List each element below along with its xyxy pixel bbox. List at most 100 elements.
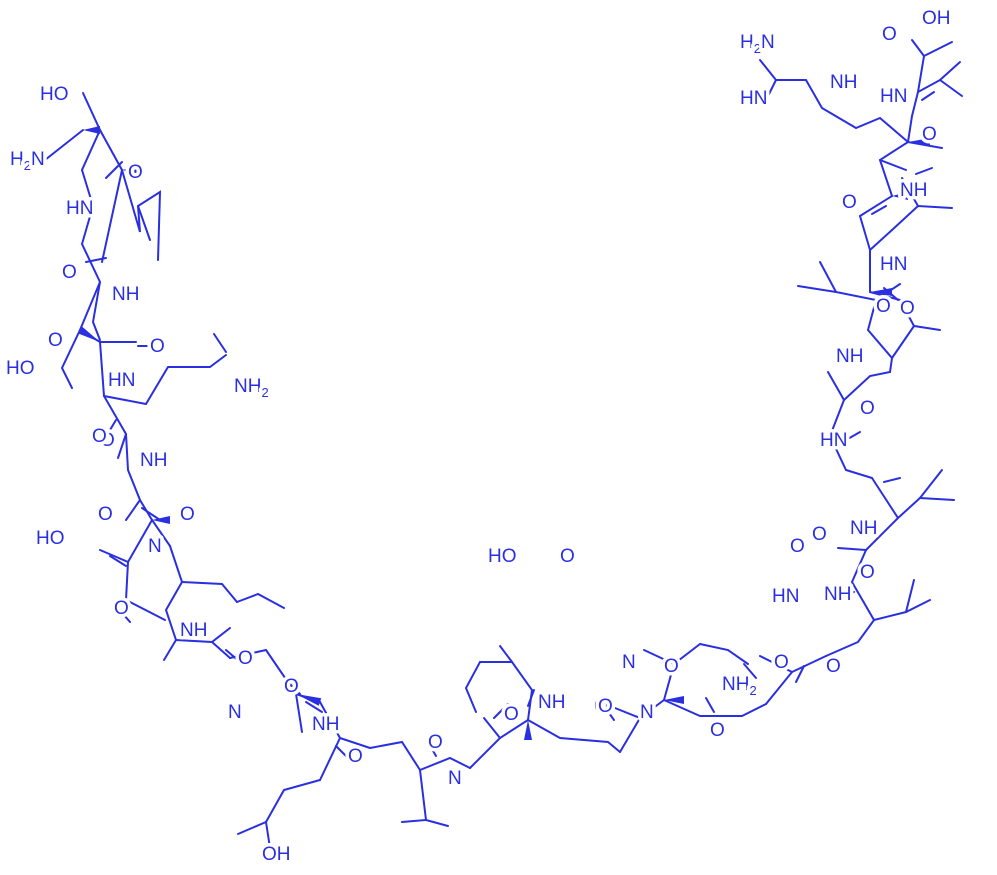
atom-label-o: O	[150, 336, 165, 357]
bond-45	[825, 599, 931, 657]
bond-13	[125, 499, 141, 521]
bond-12	[117, 433, 127, 459]
atom-label-ho: HO	[488, 546, 517, 567]
stereo-wedge-2	[122, 166, 140, 174]
stereo-wedge-7	[664, 696, 684, 704]
stereo-wedge-1	[83, 126, 100, 134]
bond-26	[237, 821, 267, 835]
atom-label-o: O	[560, 546, 575, 567]
atom-label-nh: NH	[140, 450, 167, 471]
atom-label-hn: HN	[108, 370, 135, 391]
bond-72	[907, 115, 913, 143]
bond-15	[99, 549, 129, 563]
double-bond-20	[841, 591, 855, 597]
stereo-wedge-5	[296, 694, 322, 706]
stereo-wedge-4	[152, 516, 170, 524]
bond-11	[103, 354, 227, 406]
bond-47	[850, 549, 875, 621]
bond-6	[137, 205, 151, 241]
atom-label-o: O	[504, 704, 519, 725]
atom-label-o: O	[100, 430, 115, 451]
bond-70	[759, 59, 777, 81]
atom-label-nh: NH	[900, 180, 927, 201]
stereo-wedge-10	[908, 138, 930, 146]
bond-21	[236, 592, 285, 609]
bond-42	[643, 649, 675, 665]
atom-label-o: O	[860, 562, 875, 583]
atom-label-hn: HN	[880, 86, 907, 107]
double-bond-16	[603, 705, 615, 721]
atom-label-o: O	[664, 656, 679, 677]
bond-48	[837, 547, 867, 551]
bond-69	[775, 79, 857, 129]
atom-label-o: O	[598, 696, 613, 717]
atom-label-nh: NH	[836, 346, 863, 367]
bond-2	[44, 129, 84, 161]
bond-62	[891, 204, 953, 231]
atom-label-n: N	[148, 536, 162, 557]
stereo-wedge-8	[892, 192, 908, 200]
atom-label-hn: HN	[740, 88, 767, 109]
bond-65	[859, 195, 893, 217]
bond-50	[919, 469, 943, 499]
bond-layer	[44, 39, 963, 849]
atom-label-o: O	[92, 426, 107, 447]
atom-label-oh: OH	[262, 844, 291, 865]
bond-44	[759, 655, 793, 673]
atom-label-nh: NH	[112, 284, 139, 305]
atom-label-o: O	[48, 330, 63, 351]
bond-63	[901, 177, 919, 207]
bond-25	[265, 737, 341, 823]
atom-label-o: O	[710, 720, 725, 741]
bond-53	[827, 371, 873, 479]
bond-74	[939, 61, 961, 81]
bond-4	[101, 169, 123, 263]
atom-label-hn: HN	[772, 586, 799, 607]
atom-label-ho: HO	[6, 358, 35, 379]
atom-label-o: O	[842, 192, 857, 213]
atom-label-o: O	[128, 162, 143, 183]
bond-14	[124, 519, 166, 621]
bond-7	[60, 281, 101, 389]
atom-label-nh2: NH2	[234, 376, 269, 400]
atom-label-ho: HO	[40, 84, 69, 105]
atom-label-o: O	[428, 732, 443, 753]
bond-67	[855, 116, 909, 143]
atom-label-ho: HO	[36, 528, 65, 549]
double-bond-21	[883, 477, 901, 483]
bond-3	[80, 129, 102, 341]
atom-label-nh: NH	[824, 584, 851, 605]
double-bond-11	[305, 701, 323, 713]
bond-28	[369, 740, 421, 771]
double-bond-19	[795, 665, 805, 683]
bond-27	[265, 821, 271, 849]
bond-54	[843, 357, 893, 401]
atom-label-o: O	[62, 262, 77, 283]
double-bond-25	[915, 167, 933, 175]
atom-label-n: N	[228, 702, 242, 723]
stereo-wedge-3	[77, 326, 100, 342]
atom-label-h2n: H2N	[10, 149, 45, 173]
bond-29	[419, 756, 471, 771]
double-bond-26	[921, 91, 935, 101]
bond-34	[527, 719, 621, 753]
bond-36	[499, 645, 513, 663]
bond-38	[609, 705, 641, 719]
atom-label-o: O	[790, 536, 805, 557]
atom-label-n: N	[448, 768, 462, 789]
bond-1	[82, 92, 123, 171]
bond-19	[211, 627, 231, 643]
atom-label-hn: HN	[820, 430, 847, 451]
atom-label-nh: NH	[830, 72, 857, 93]
atom-label-o: O	[826, 656, 841, 677]
bond-52	[871, 477, 899, 519]
atom-label-o: O	[860, 398, 875, 419]
double-bond-2	[85, 257, 107, 263]
double-bond-18	[743, 663, 757, 679]
bond-59	[899, 299, 915, 327]
atom-label-o: O	[900, 298, 915, 319]
bond-30	[401, 769, 428, 823]
bond-20	[229, 649, 267, 659]
atom-label-hn: HN	[66, 198, 93, 219]
